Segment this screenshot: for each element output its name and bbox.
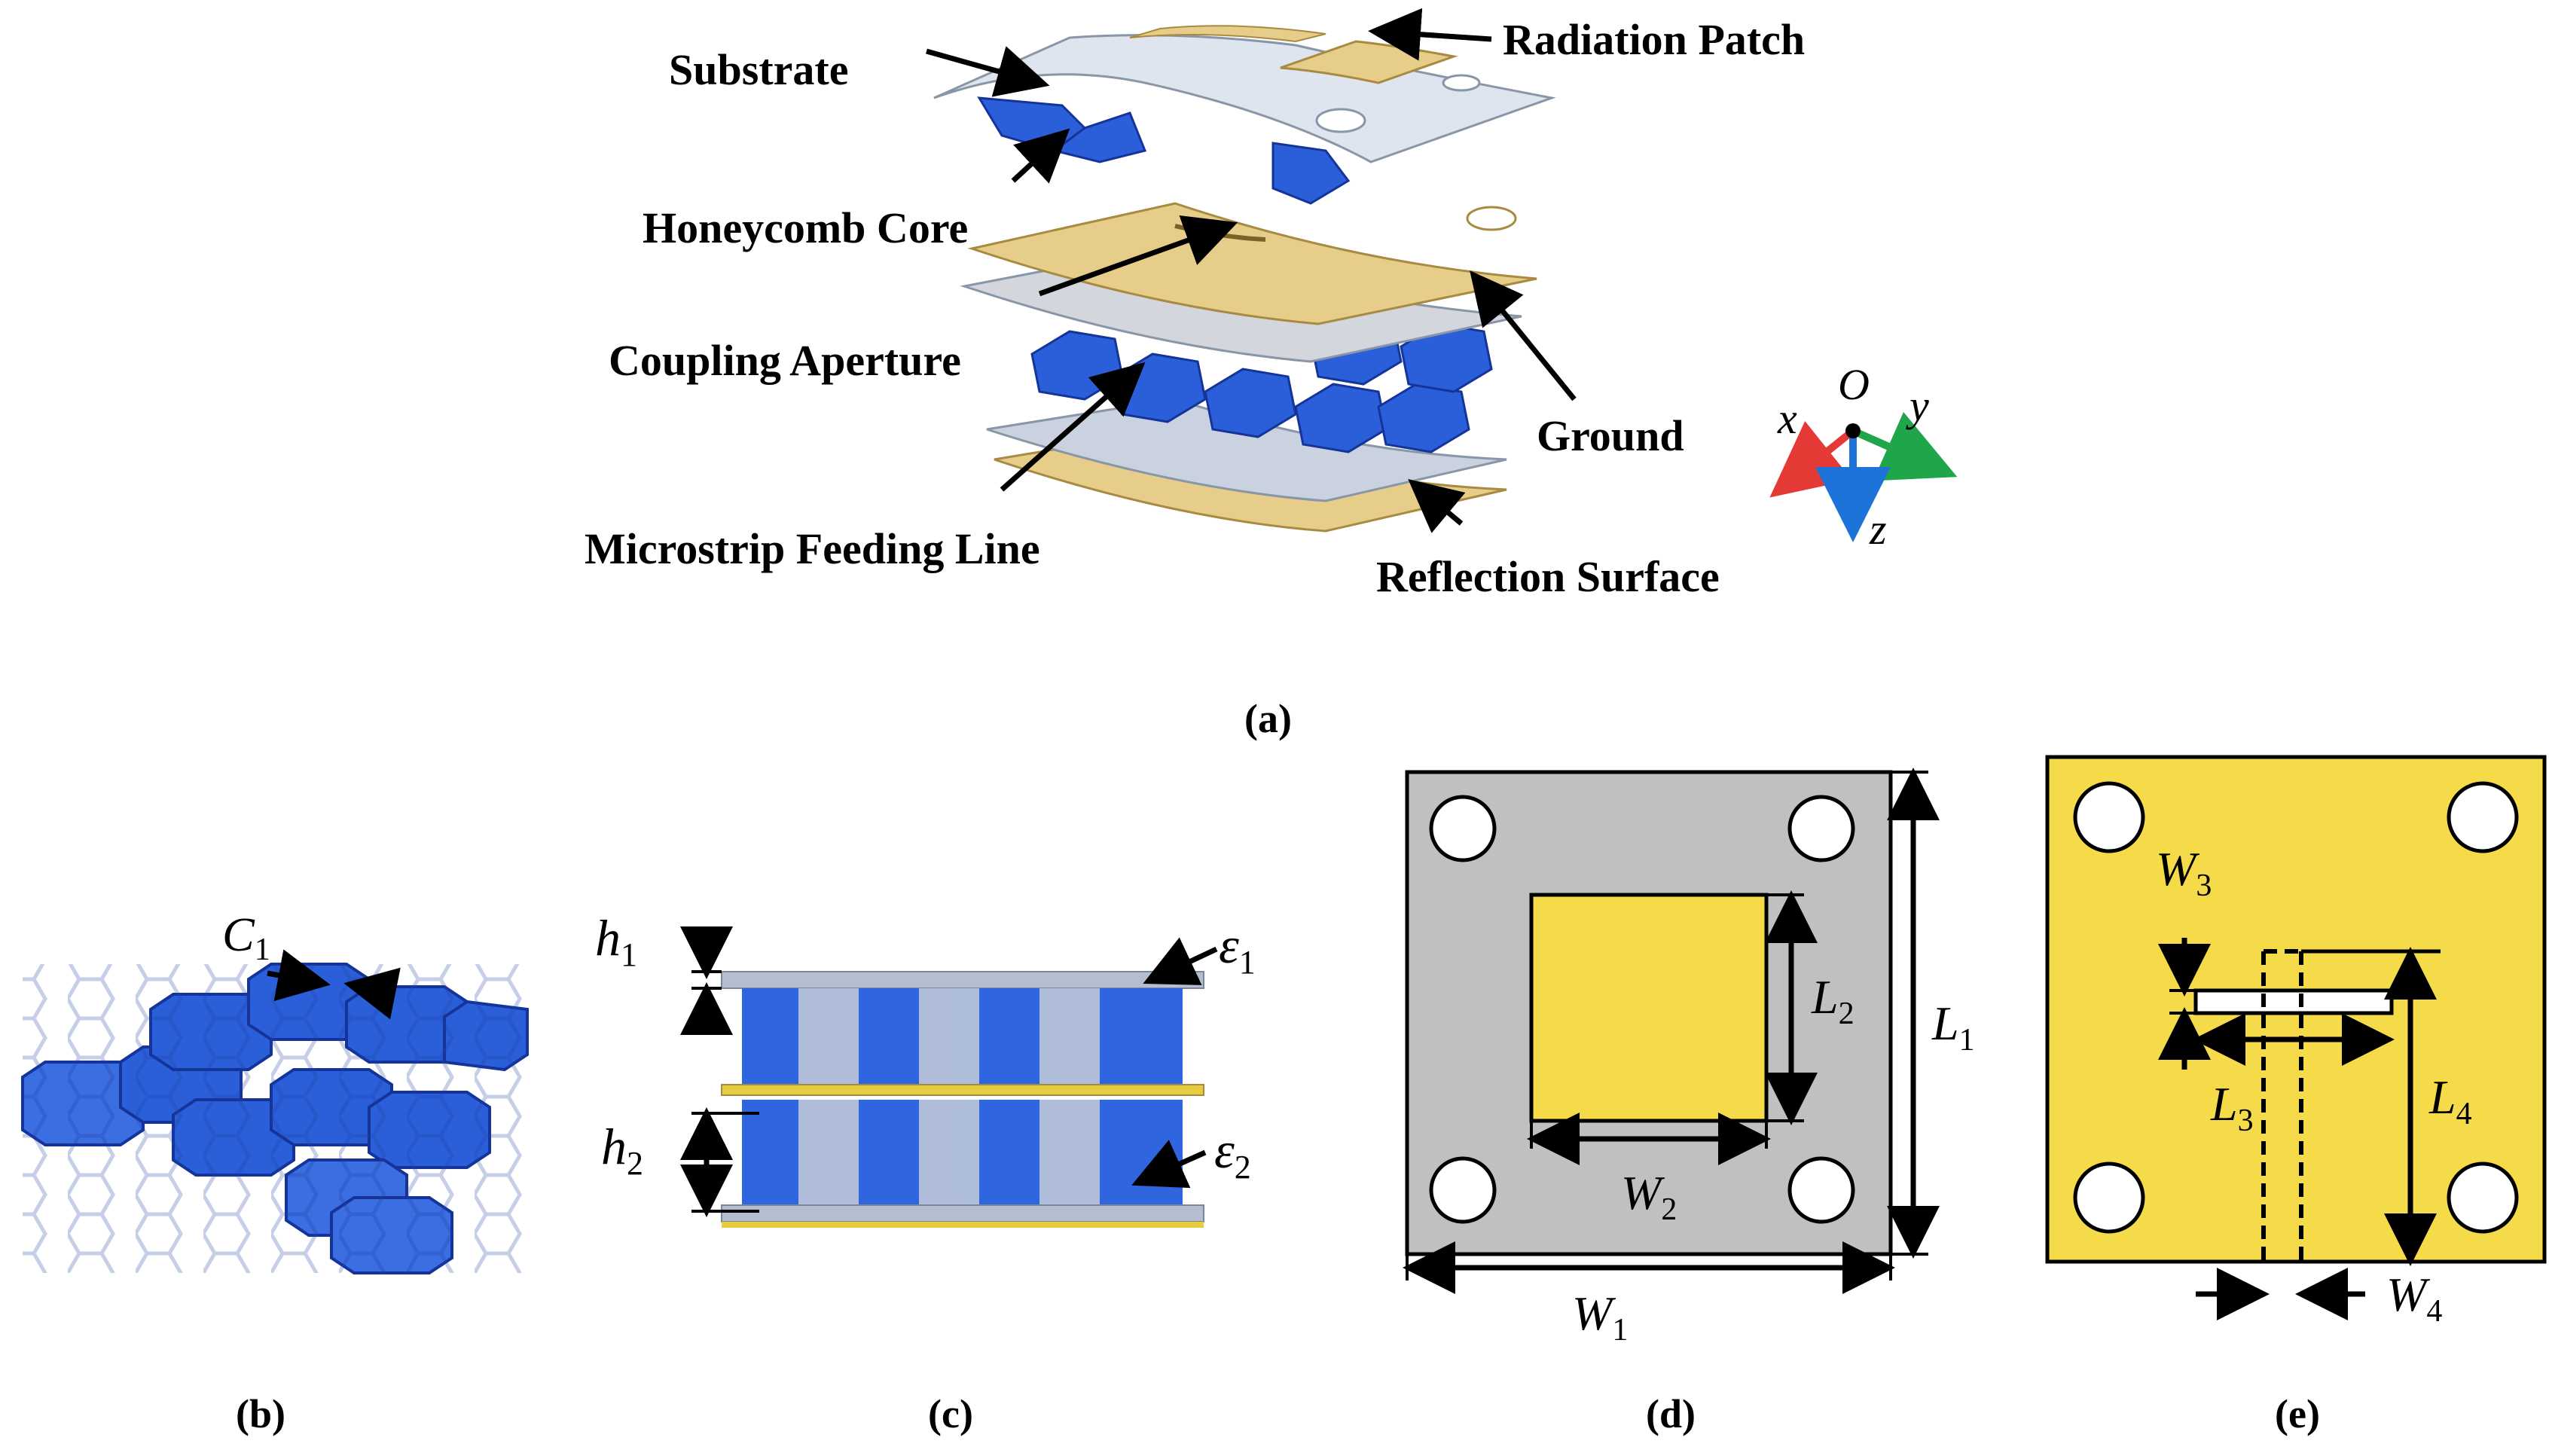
dim-label-l2: L2 <box>1811 970 1855 1031</box>
top-substrate-section <box>721 971 1204 989</box>
panel-b-honeycomb: C1 (b) <box>21 908 529 1436</box>
dim-label-l1: L1 <box>1931 997 1975 1058</box>
coordinate-axes: O x y z <box>1769 360 1958 554</box>
patch-feed-strip <box>1129 25 1326 43</box>
corner-hole-tr <box>1787 795 1855 862</box>
label-microstrip-feeding-line: Microstrip Feeding Line <box>585 524 1040 573</box>
caption-d: (d) <box>1646 1391 1696 1436</box>
substrate-hole-1 <box>1315 108 1366 133</box>
upper-honeycomb-core <box>977 96 1351 205</box>
dim-label-e1: ε1 <box>1219 917 1256 981</box>
panel-c-cross-section: h1 h2 ε1 ε2 (c) <box>595 909 1256 1436</box>
substrate-hole-2 <box>1442 74 1481 92</box>
ground-section <box>721 1084 1204 1096</box>
dim-label-e2: ε2 <box>1214 1122 1251 1186</box>
corner-hole-tl <box>1429 795 1497 862</box>
e-corner-hole-tr <box>2447 781 2519 853</box>
caption-c: (c) <box>928 1391 973 1436</box>
origin-dot <box>1845 423 1861 438</box>
label-substrate: Substrate <box>669 45 848 94</box>
e-corner-hole-br <box>2447 1161 2519 1234</box>
top-substrate-layer <box>933 34 1556 163</box>
dim-label-h2: h2 <box>601 1118 643 1182</box>
dim-label-h1: h1 <box>595 909 637 973</box>
dim-label-l4: L4 <box>2428 1070 2472 1131</box>
axis-label-z: z <box>1869 505 1887 554</box>
panel-e-aperture-view: L4 W3 L3 W4 (e) <box>2045 755 2547 1436</box>
label-radiation-patch: Radiation Patch <box>1503 15 1805 64</box>
radiation-patch-square <box>1529 893 1769 1123</box>
label-reflection-surface: Reflection Surface <box>1376 552 1720 601</box>
coupling-aperture-layer <box>967 202 1537 325</box>
c1-arrow-right <box>343 967 401 1020</box>
caption-e: (e) <box>2275 1391 2320 1436</box>
axis-label-origin: O <box>1838 360 1870 409</box>
caption-b: (b) <box>236 1391 285 1436</box>
e1-arrow <box>1143 937 1218 985</box>
dim-label-c1: C1 <box>222 908 270 967</box>
dim-label-w3: W3 <box>2156 842 2212 903</box>
e-corner-hole-tl <box>2073 781 2145 853</box>
caption-a: (a) <box>1244 696 1292 741</box>
dim-label-l3: L3 <box>2210 1077 2254 1138</box>
honeycomb-texture <box>23 964 527 1273</box>
panel-d-top-view: L2 W2 L1 W1 (d) <box>1403 768 1975 1436</box>
reflection-surface-section <box>722 1222 1204 1228</box>
label-honeycomb-core: Honeycomb Core <box>643 203 968 252</box>
label-ground: Ground <box>1537 411 1684 460</box>
x-axis-arrow <box>1769 420 1856 498</box>
c1-arrow-left <box>267 949 331 1002</box>
dim-label-w2: W2 <box>1621 1166 1677 1227</box>
corner-hole-br <box>1787 1156 1855 1224</box>
dim-label-w1: W1 <box>1572 1287 1628 1348</box>
aperture-hole <box>1466 206 1517 231</box>
e2-arrow <box>1131 1140 1207 1189</box>
e-corner-hole-bl <box>2073 1161 2145 1234</box>
axis-label-y: y <box>1906 381 1929 430</box>
corner-hole-bl <box>1429 1156 1497 1224</box>
panel-a-exploded-view: Radiation Patch Substrate Honeycomb Core… <box>585 8 1958 741</box>
coupling-slot <box>2193 988 2394 1015</box>
bottom-substrate-section <box>721 1204 1204 1222</box>
axis-label-x: x <box>1777 394 1797 443</box>
label-coupling-aperture: Coupling Aperture <box>609 336 961 385</box>
y-axis-arrow <box>1851 411 1958 481</box>
panel-a-pointer-arrows <box>926 8 1577 533</box>
dim-label-w4: W4 <box>2386 1268 2442 1329</box>
